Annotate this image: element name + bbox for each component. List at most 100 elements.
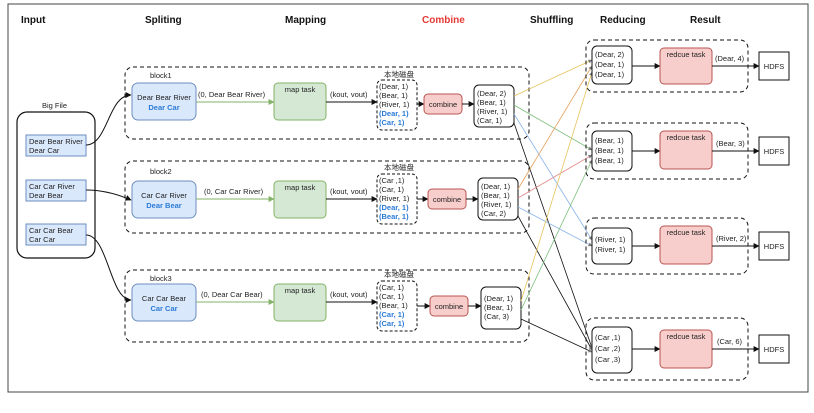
header-combine: Combine: [422, 15, 465, 26]
block1-disk-3: (Dear, 1): [379, 109, 409, 118]
reducer4-input-1: (Car ,2): [595, 344, 621, 353]
block2-combined-1: (Bear, 1): [481, 191, 510, 200]
block1-disk-box: [376, 79, 418, 131]
reducer2-hdfs-label: HDFS: [764, 147, 784, 156]
block2-disk-title: 本地磁盘: [384, 162, 414, 172]
reducer4-container: [585, 317, 749, 381]
big-file-chunk-1: Dear Bear River Dear Car: [25, 134, 87, 157]
block1-label: block1: [150, 71, 172, 80]
reducer3-hdfs-label: HDFS: [764, 242, 784, 251]
block3-combined-box: [480, 286, 522, 330]
block2-disk-4: (Bear, 1): [379, 212, 409, 221]
reducer2-input-1: (Bear, 1): [595, 146, 624, 155]
block1-combined-2: (River, 1): [477, 107, 508, 116]
reducer1-input-2: (Dear, 1): [595, 70, 625, 79]
header-reducing: Reducing: [600, 15, 646, 26]
block3-disk-title: 本地磁盘: [384, 269, 414, 279]
reducer4-output: (Car, 6): [717, 337, 743, 346]
block1-combine-label: combine: [429, 100, 457, 109]
chunk-1-line-2: Dear Car: [29, 146, 60, 155]
reducer2-input-0: (Bear, 1): [595, 136, 624, 145]
reducer2-task: [659, 130, 713, 170]
reducer1-inputs: [591, 45, 633, 85]
header-shuffling: Shuffling: [530, 15, 573, 26]
reducer1-input-1: (Dear, 1): [595, 60, 625, 69]
header-mapping: Mapping: [285, 15, 326, 26]
block3-combine-label: combine: [435, 302, 463, 311]
block1-disk-0: (Dear, 1): [379, 82, 409, 91]
big-file-title: Big File: [42, 101, 67, 110]
block1-combined-1: (Bear, 1): [477, 98, 506, 107]
block3-disk-1: (Car, 1): [379, 292, 405, 301]
block3-disk-4: (Car, 1): [379, 319, 405, 328]
block2-disk-1: (Car, 1): [379, 185, 405, 194]
block2-split-line2: Dear Bear: [146, 201, 182, 210]
block1-split-arrow-label: (0, Dear Bear River): [198, 90, 266, 99]
block1-map-label: map task: [285, 85, 316, 94]
block2-disk-2: (River, 1): [379, 194, 410, 203]
block1-split-line1: Dear Bear River: [137, 93, 191, 102]
block1-combined-box: [473, 84, 515, 128]
block3-split-arrow-label: (0, Dear Car Bear): [201, 290, 263, 299]
block2-map-arrow-label: (kout, vout): [330, 187, 368, 196]
reducer4-input-2: (Car ,3): [595, 355, 621, 364]
block1-disk-4: (Car, 1): [379, 118, 405, 127]
reducer1-task-label: redcue task: [667, 50, 706, 59]
reducer3-input-0: (River, 1): [595, 235, 626, 244]
block3-split-line1: Car Car Bear: [142, 294, 187, 303]
reducer2-hdfs: [758, 136, 790, 166]
big-file-chunk-3: Car Car Bear Car Car: [25, 223, 87, 246]
chunk-2-line-1: Car Car River: [29, 182, 75, 191]
header-result: Result: [690, 15, 721, 26]
reducer1-output: (Dear, 4): [715, 54, 745, 63]
chunk-3-line-1: Car Car Bear: [29, 226, 74, 235]
reducer2-task-label: redcue task: [667, 133, 706, 142]
block2-combined-3: (Car, 2): [481, 209, 507, 218]
reducer4-task-label: redcue task: [667, 332, 706, 341]
block2-combined-0: (Dear, 1): [481, 182, 511, 191]
reducer2-input-2: (Bear, 1): [595, 156, 624, 165]
block1-disk-2: (River, 1): [379, 100, 410, 109]
block1-map-arrow-label: (kout, vout): [330, 90, 368, 99]
header-input: Input: [21, 15, 46, 26]
block2-label: block2: [150, 167, 172, 176]
block2-split-arrow-label: (0, Car Car River): [204, 187, 264, 196]
reducer4-input-0: (Car ,1): [595, 333, 621, 342]
reducer4-hdfs-label: HDFS: [764, 345, 784, 354]
block3-disk-0: (Car, 1): [379, 283, 405, 292]
chunk-3-line-2: Car Car: [29, 235, 56, 244]
block3-container: [124, 269, 530, 343]
block1-disk-1: (Bear, 1): [379, 91, 408, 100]
block3-label: block3: [150, 274, 172, 283]
block1-combined-0: (Dear, 2): [477, 89, 507, 98]
block2-combined-2: (River, 1): [481, 200, 512, 209]
reducer1-hdfs-label: HDFS: [764, 62, 784, 71]
block2-combined-box: [477, 177, 519, 221]
block2-container: [124, 160, 530, 234]
block2-map-label: map task: [285, 183, 316, 192]
block3-disk-3: (Car, 1): [379, 310, 405, 319]
big-file-chunk-2: Car Car River Dear Bear: [25, 179, 87, 202]
reducer3-task-label: redcue task: [667, 228, 706, 237]
block3-disk-2: (Bear, 1): [379, 301, 408, 310]
block3-map-arrow-label: (kout, vout): [330, 290, 368, 299]
reducer3-input-1: (River, 1): [595, 245, 626, 254]
block3-combined-1: (Bear, 1): [484, 303, 513, 312]
block2-disk-3: (Dear, 1): [379, 203, 409, 212]
arrow-chunk2-to-split2: [85, 189, 132, 201]
chunk-1-line-1: Dear Bear River: [29, 137, 83, 146]
block1-combined-3: (Car, 1): [477, 116, 503, 125]
block2-split-line1: Car Car River: [141, 191, 187, 200]
block2-disk-0: (Car ,1): [379, 176, 405, 185]
reducer2-output: (Bear, 3): [716, 139, 745, 148]
reducer1-hdfs: [758, 51, 790, 81]
reducer1-input-0: (Dear, 2): [595, 50, 625, 59]
block1-disk-title: 本地磁盘: [384, 69, 414, 79]
reducer3-task: [659, 225, 713, 265]
block3-split-line2: Car Car: [150, 304, 177, 313]
reducer3-hdfs: [758, 231, 790, 261]
reducer4-inputs: [591, 326, 633, 374]
chunk-2-line-2: Dear Bear: [29, 191, 64, 200]
